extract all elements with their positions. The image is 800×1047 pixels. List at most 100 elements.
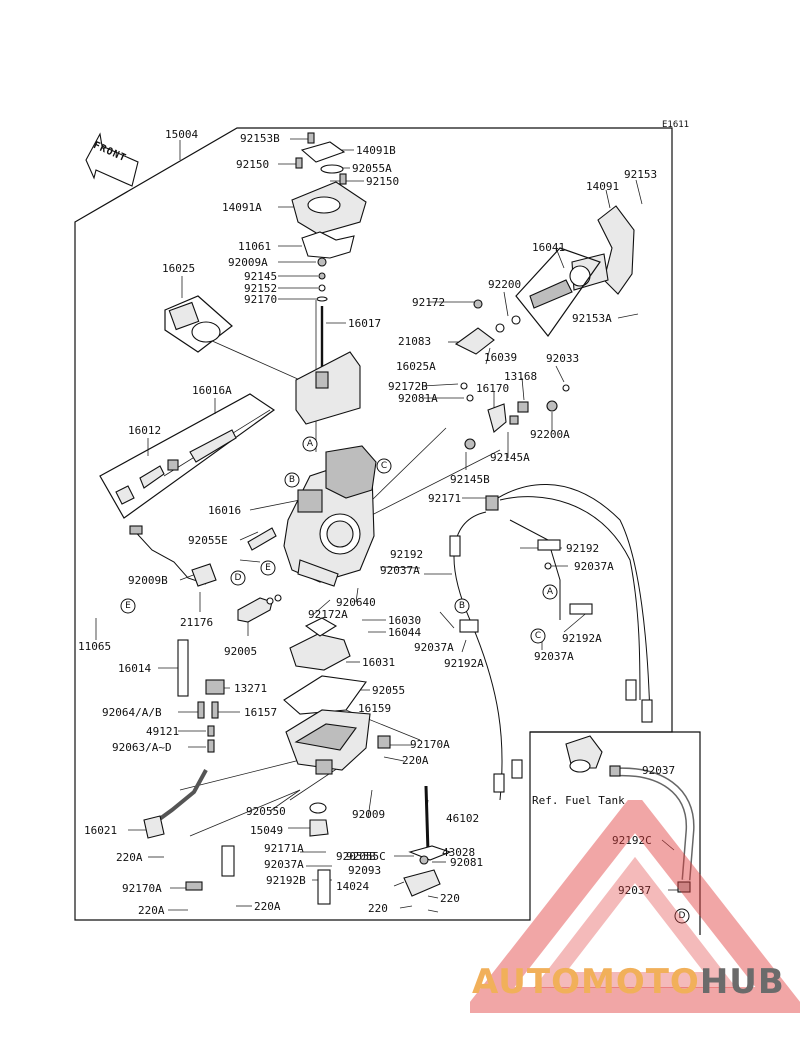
- callout: 14091A: [222, 201, 262, 214]
- callout: 92055: [372, 684, 405, 697]
- callout: 16016A: [192, 384, 232, 397]
- callout: 92152: [244, 282, 277, 295]
- ref-marker: A: [302, 436, 318, 452]
- callout: 16157: [244, 706, 277, 719]
- callout: 220A: [402, 754, 429, 767]
- diagram-frame: [74, 127, 701, 935]
- svg-text:C: C: [381, 461, 387, 471]
- callout: 92192: [566, 542, 599, 555]
- callout: 15049: [250, 824, 283, 837]
- callout: 92171A: [264, 842, 304, 855]
- callout: 43028: [442, 846, 475, 859]
- svg-text:B: B: [289, 475, 295, 485]
- callout: 92055E: [188, 534, 228, 547]
- watermark-triangle-logo: [470, 800, 800, 1013]
- float-bowl-gasket-part: [283, 675, 367, 715]
- callout: 92037A: [574, 560, 614, 573]
- svg-text:E: E: [265, 563, 271, 573]
- callout: 11061: [238, 240, 271, 253]
- callout: 92200: [488, 278, 521, 291]
- watermark-wordmark: AUTOMOTOHUB: [472, 962, 785, 1002]
- watermark-part-moto: MOTO: [580, 962, 700, 1002]
- callout: 92172A: [308, 608, 348, 621]
- callout: 220: [440, 892, 460, 905]
- callout: 21176: [180, 616, 213, 629]
- callout: 92009B: [128, 574, 168, 587]
- callout: 16012: [128, 424, 161, 437]
- svg-text:A: A: [307, 439, 314, 449]
- svg-text:A: A: [547, 587, 554, 597]
- gasket-part: [300, 141, 346, 163]
- watermark-part-hub: HUB: [699, 962, 785, 1002]
- float-part: [289, 633, 351, 671]
- callout: 46102: [446, 812, 479, 825]
- callout: 92037: [642, 764, 675, 777]
- callout: 16025: [162, 262, 195, 275]
- diaphragm-part: [301, 231, 355, 259]
- callout: 49121: [146, 725, 179, 738]
- callout: 16030: [388, 614, 421, 627]
- callout: 92009A: [228, 256, 268, 269]
- callout: 220A: [254, 900, 281, 913]
- callout: 92170A: [410, 738, 450, 751]
- callout: 92192A: [444, 657, 484, 670]
- callout: 92055A: [352, 162, 392, 175]
- callout: 16031: [362, 656, 395, 669]
- svg-text:D: D: [235, 573, 242, 583]
- callout: 16016: [208, 504, 241, 517]
- callout: 220A: [138, 904, 165, 917]
- svg-text:E: E: [125, 601, 131, 611]
- ref-marker: E: [260, 560, 276, 576]
- callout: 92037: [618, 884, 651, 897]
- ref-marker: C: [376, 458, 392, 474]
- svg-text:B: B: [459, 601, 465, 611]
- watermark-part-auto: AUTO: [472, 962, 581, 1002]
- callout: 92063/A~D: [112, 741, 172, 754]
- callout: 21083: [398, 335, 431, 348]
- callout: 92145B: [450, 473, 490, 486]
- svg-text:C: C: [535, 631, 541, 641]
- callout-labels: 15004 92153B 14091B 92150 92055A 92150 1…: [78, 128, 675, 917]
- ref-marker: D: [674, 908, 690, 924]
- callout: 92172: [412, 296, 445, 309]
- callout: 16017: [348, 317, 381, 330]
- callout: 15004: [165, 128, 198, 141]
- callout: 92153B: [240, 132, 280, 145]
- parts: [99, 132, 695, 905]
- diagram-code: E1611: [662, 120, 690, 130]
- callout: 92093: [348, 864, 381, 877]
- callout: 11065: [78, 640, 111, 653]
- callout: 14091: [586, 180, 619, 193]
- ref-marker: D: [230, 570, 246, 586]
- svg-text:D: D: [679, 911, 686, 921]
- callout: 920550: [246, 805, 286, 818]
- callout: 92192: [390, 548, 423, 561]
- callout: 92145: [244, 270, 277, 283]
- callout: 920640: [336, 596, 376, 609]
- callout: 13168: [504, 370, 537, 383]
- callout: 220A: [116, 851, 143, 864]
- front-arrow-icon: [85, 132, 139, 187]
- ref-marker: E: [120, 598, 136, 614]
- callout: 14024: [336, 880, 369, 893]
- callout: 92170A: [122, 882, 162, 895]
- callout: 92153A: [572, 312, 612, 325]
- callout: 92009: [352, 808, 385, 821]
- callout: 16044: [388, 626, 421, 639]
- callout: 92150: [236, 158, 269, 171]
- callout: 13271: [234, 682, 267, 695]
- callout: 16025A: [396, 360, 436, 373]
- callout: 92200A: [530, 428, 570, 441]
- callout: 92033: [546, 352, 579, 365]
- ref-fuel-tank-note: Ref. Fuel Tank: [532, 794, 625, 807]
- callout: 16014: [118, 662, 151, 675]
- callout: 92037A: [264, 858, 304, 871]
- ref-marker: B: [454, 598, 470, 614]
- callout: 92081: [450, 856, 483, 869]
- callout: 16159: [358, 702, 391, 715]
- callout: 92192A: [562, 632, 602, 645]
- callout: 92145A: [490, 451, 530, 464]
- callout: 220: [368, 902, 388, 915]
